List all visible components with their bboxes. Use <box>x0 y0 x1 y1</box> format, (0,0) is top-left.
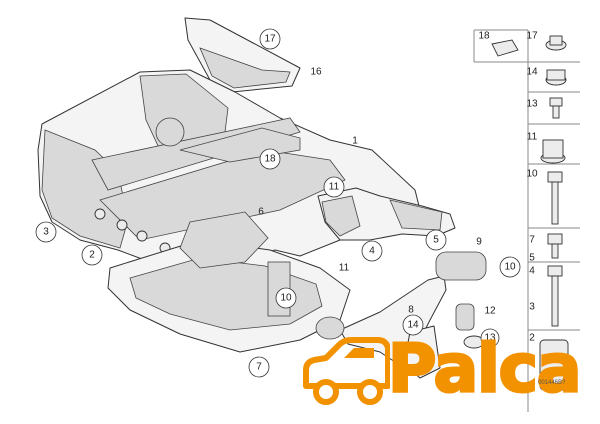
hardware-labels: 18 17 14 13 11 10 7 5 4 3 2 <box>478 31 538 344</box>
svg-text:17: 17 <box>526 31 538 42</box>
svg-text:11: 11 <box>339 263 350 274</box>
svg-text:4: 4 <box>369 246 375 257</box>
subframe-part <box>37 69 421 281</box>
svg-text:13: 13 <box>526 99 538 110</box>
callout-18: 18 <box>259 148 281 170</box>
hardware-column <box>473 29 580 412</box>
svg-text:11: 11 <box>527 132 538 143</box>
callout-8: 8 <box>408 305 414 316</box>
callout-10a: 10 <box>499 256 521 278</box>
svg-text:10: 10 <box>526 169 538 180</box>
svg-text:11: 11 <box>329 182 340 193</box>
callout-2: 2 <box>81 244 103 266</box>
callout-17: 17 <box>259 28 281 50</box>
heat-shield-part <box>184 17 301 93</box>
callout-11b: 11 <box>339 263 350 274</box>
svg-text:16: 16 <box>310 67 322 78</box>
svg-text:13: 13 <box>484 333 496 344</box>
svg-text:5: 5 <box>433 235 439 246</box>
callout-3: 3 <box>35 221 57 243</box>
svg-text:12: 12 <box>484 306 496 317</box>
callout-4: 4 <box>361 240 383 262</box>
callout-11a: 11 <box>323 176 345 198</box>
svg-text:17: 17 <box>264 34 276 45</box>
svg-text:8: 8 <box>408 305 414 316</box>
svg-text:2: 2 <box>529 333 535 344</box>
svg-text:7: 7 <box>256 362 262 373</box>
svg-text:10: 10 <box>280 293 292 304</box>
callout-14: 14 <box>402 314 424 336</box>
svg-text:6: 6 <box>258 207 264 218</box>
svg-text:5: 5 <box>529 253 535 264</box>
palca-logo: Palca <box>300 322 600 424</box>
control-arm-part <box>317 187 456 241</box>
callout-6: 6 <box>258 207 264 218</box>
svg-text:7: 7 <box>529 235 535 246</box>
svg-text:3: 3 <box>529 302 535 313</box>
callout-16: 16 <box>310 67 322 78</box>
car-icon <box>303 337 390 405</box>
callout-5: 5 <box>425 229 447 251</box>
svg-text:10: 10 <box>504 262 516 273</box>
svg-text:3: 3 <box>43 227 49 238</box>
callout-10b: 10 <box>275 287 297 309</box>
callout-12: 12 <box>484 306 496 317</box>
svg-text:18: 18 <box>478 31 490 42</box>
palca-wordmark: Palca <box>386 329 582 409</box>
svg-text:14: 14 <box>407 320 419 331</box>
page-reference: 001446B? <box>538 380 566 386</box>
callout-13: 13 <box>480 328 500 348</box>
callout-1: 1 <box>352 136 358 147</box>
svg-text:4: 4 <box>529 266 535 277</box>
callout-9: 9 <box>476 237 482 248</box>
svg-text:2: 2 <box>89 250 95 261</box>
shear-plate-part <box>107 211 351 353</box>
callout-7: 7 <box>248 356 270 378</box>
svg-text:9: 9 <box>476 237 482 248</box>
svg-text:18: 18 <box>264 154 276 165</box>
svg-text:14: 14 <box>526 67 538 78</box>
svg-text:1: 1 <box>352 136 358 147</box>
